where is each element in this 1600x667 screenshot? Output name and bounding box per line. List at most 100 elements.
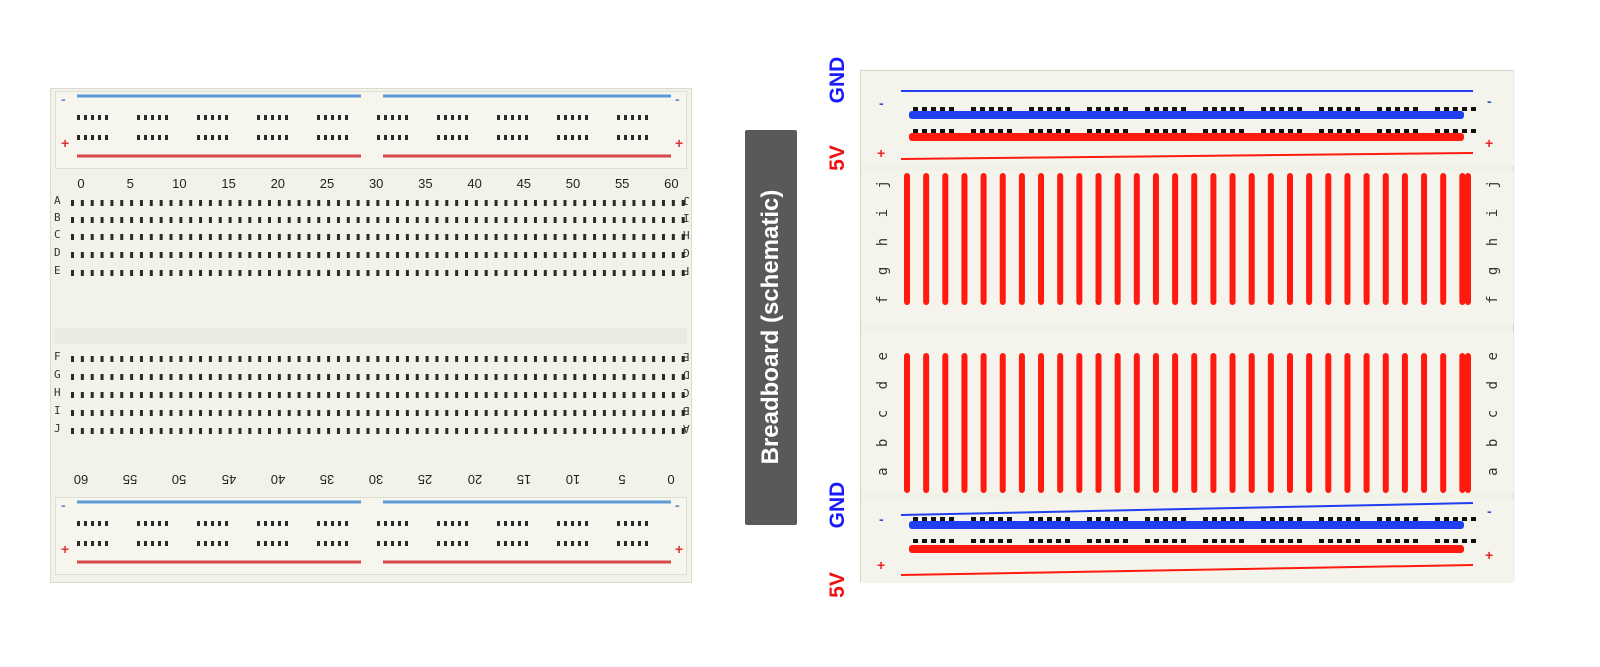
terminal-hole	[573, 356, 577, 362]
terminal-hole	[376, 356, 380, 362]
rail-hole	[617, 115, 620, 120]
rail-hole	[1319, 129, 1324, 133]
terminal-hole	[386, 428, 390, 434]
terminal-hole	[514, 410, 518, 416]
terminal-hole	[593, 428, 597, 434]
terminal-hole	[494, 392, 498, 398]
terminal-hole	[169, 410, 173, 416]
terminal-hole	[543, 410, 547, 416]
terminal-hole	[583, 374, 587, 380]
terminal-strip-upper	[1018, 173, 1025, 305]
rail-hole	[458, 135, 461, 140]
terminal-strip-upper	[923, 173, 930, 305]
terminal-hole	[445, 356, 449, 362]
terminal-hole	[228, 200, 232, 206]
rail-hole	[504, 135, 507, 140]
terminal-hole	[218, 200, 222, 206]
terminal-hole	[159, 234, 163, 240]
terminal-hole	[662, 200, 665, 206]
terminal-hole	[415, 234, 419, 240]
rail-hole	[331, 541, 334, 546]
rail-hole	[84, 115, 87, 120]
terminal-hole	[671, 410, 675, 416]
terminal-hole	[317, 410, 321, 416]
terminal-hole	[100, 270, 104, 276]
terminal-hole	[681, 270, 685, 276]
rail-hole	[84, 135, 87, 140]
terminal-strip-lower	[904, 353, 910, 493]
terminal-hole	[376, 200, 380, 206]
rail-hole	[1096, 517, 1101, 521]
rail-hole	[1337, 539, 1342, 543]
terminal-hole	[71, 428, 74, 434]
terminal-hole	[405, 234, 409, 240]
v5-bus-top	[909, 133, 1464, 141]
terminal-hole	[662, 270, 665, 276]
rail-hole	[1212, 129, 1217, 133]
terminal-hole	[80, 217, 84, 223]
terminal-strip-lower	[1018, 353, 1025, 493]
terminal-hole	[208, 374, 212, 380]
rail-hole	[1029, 107, 1034, 111]
row-letter: I	[54, 404, 61, 417]
terminal-strip-upper	[1210, 173, 1217, 305]
terminal-hole	[514, 234, 518, 240]
rail-hole	[1221, 107, 1226, 111]
rail-outline-line	[900, 502, 1474, 516]
terminal-hole	[593, 356, 597, 362]
terminal-hole	[386, 200, 390, 206]
rail-hole	[1435, 517, 1440, 521]
terminal-hole	[307, 410, 311, 416]
rail-hole	[1154, 517, 1159, 521]
terminal-hole	[533, 356, 537, 362]
terminal-hole	[533, 374, 537, 380]
rail-hole	[511, 115, 514, 120]
terminal-strip-upper	[1191, 173, 1198, 305]
terminal-strip-lower	[942, 353, 949, 493]
terminal-hole	[199, 392, 203, 398]
terminal-hole	[415, 392, 419, 398]
rail-hole	[617, 521, 620, 526]
terminal-hole	[612, 200, 616, 206]
row-letter: J	[683, 194, 690, 207]
rail-hole	[1355, 517, 1360, 521]
terminal-hole	[573, 234, 577, 240]
terminal-hole	[258, 200, 262, 206]
terminal-hole	[179, 374, 183, 380]
rail-hole	[638, 135, 641, 140]
row-letter: A	[54, 194, 61, 207]
rail-hole	[137, 115, 140, 120]
terminal-hole	[671, 428, 675, 434]
terminal-hole	[602, 200, 606, 206]
terminal-hole	[573, 410, 577, 416]
terminal-strip-upper	[1038, 173, 1045, 305]
terminal-hole	[642, 270, 646, 276]
terminal-strip-lower	[999, 353, 1006, 493]
rail-hole	[271, 135, 274, 140]
terminal-hole	[524, 252, 528, 258]
rail-hole	[197, 541, 200, 546]
rail-hole	[913, 107, 918, 111]
terminal-strip-lower	[1133, 353, 1140, 493]
rail-hole	[518, 135, 521, 140]
terminal-hole	[484, 374, 488, 380]
rail-hole	[1047, 129, 1052, 133]
terminal-hole	[612, 356, 616, 362]
terminal-hole	[425, 410, 429, 416]
rail-hole	[338, 521, 341, 526]
terminal-hole	[524, 374, 528, 380]
rail-hole	[1172, 129, 1177, 133]
rail-hole	[384, 521, 387, 526]
rail-hole	[1105, 539, 1110, 543]
terminal-hole	[336, 356, 340, 362]
rail-hole	[197, 135, 200, 140]
terminal-hole	[228, 428, 232, 434]
terminal-hole	[583, 392, 587, 398]
column-number: 35	[319, 472, 335, 487]
terminal-hole	[573, 428, 577, 434]
rail-hole	[197, 115, 200, 120]
terminal-hole	[474, 217, 478, 223]
rail-hole	[1163, 539, 1168, 543]
terminal-hole	[238, 200, 242, 206]
terminal-hole	[80, 374, 84, 380]
